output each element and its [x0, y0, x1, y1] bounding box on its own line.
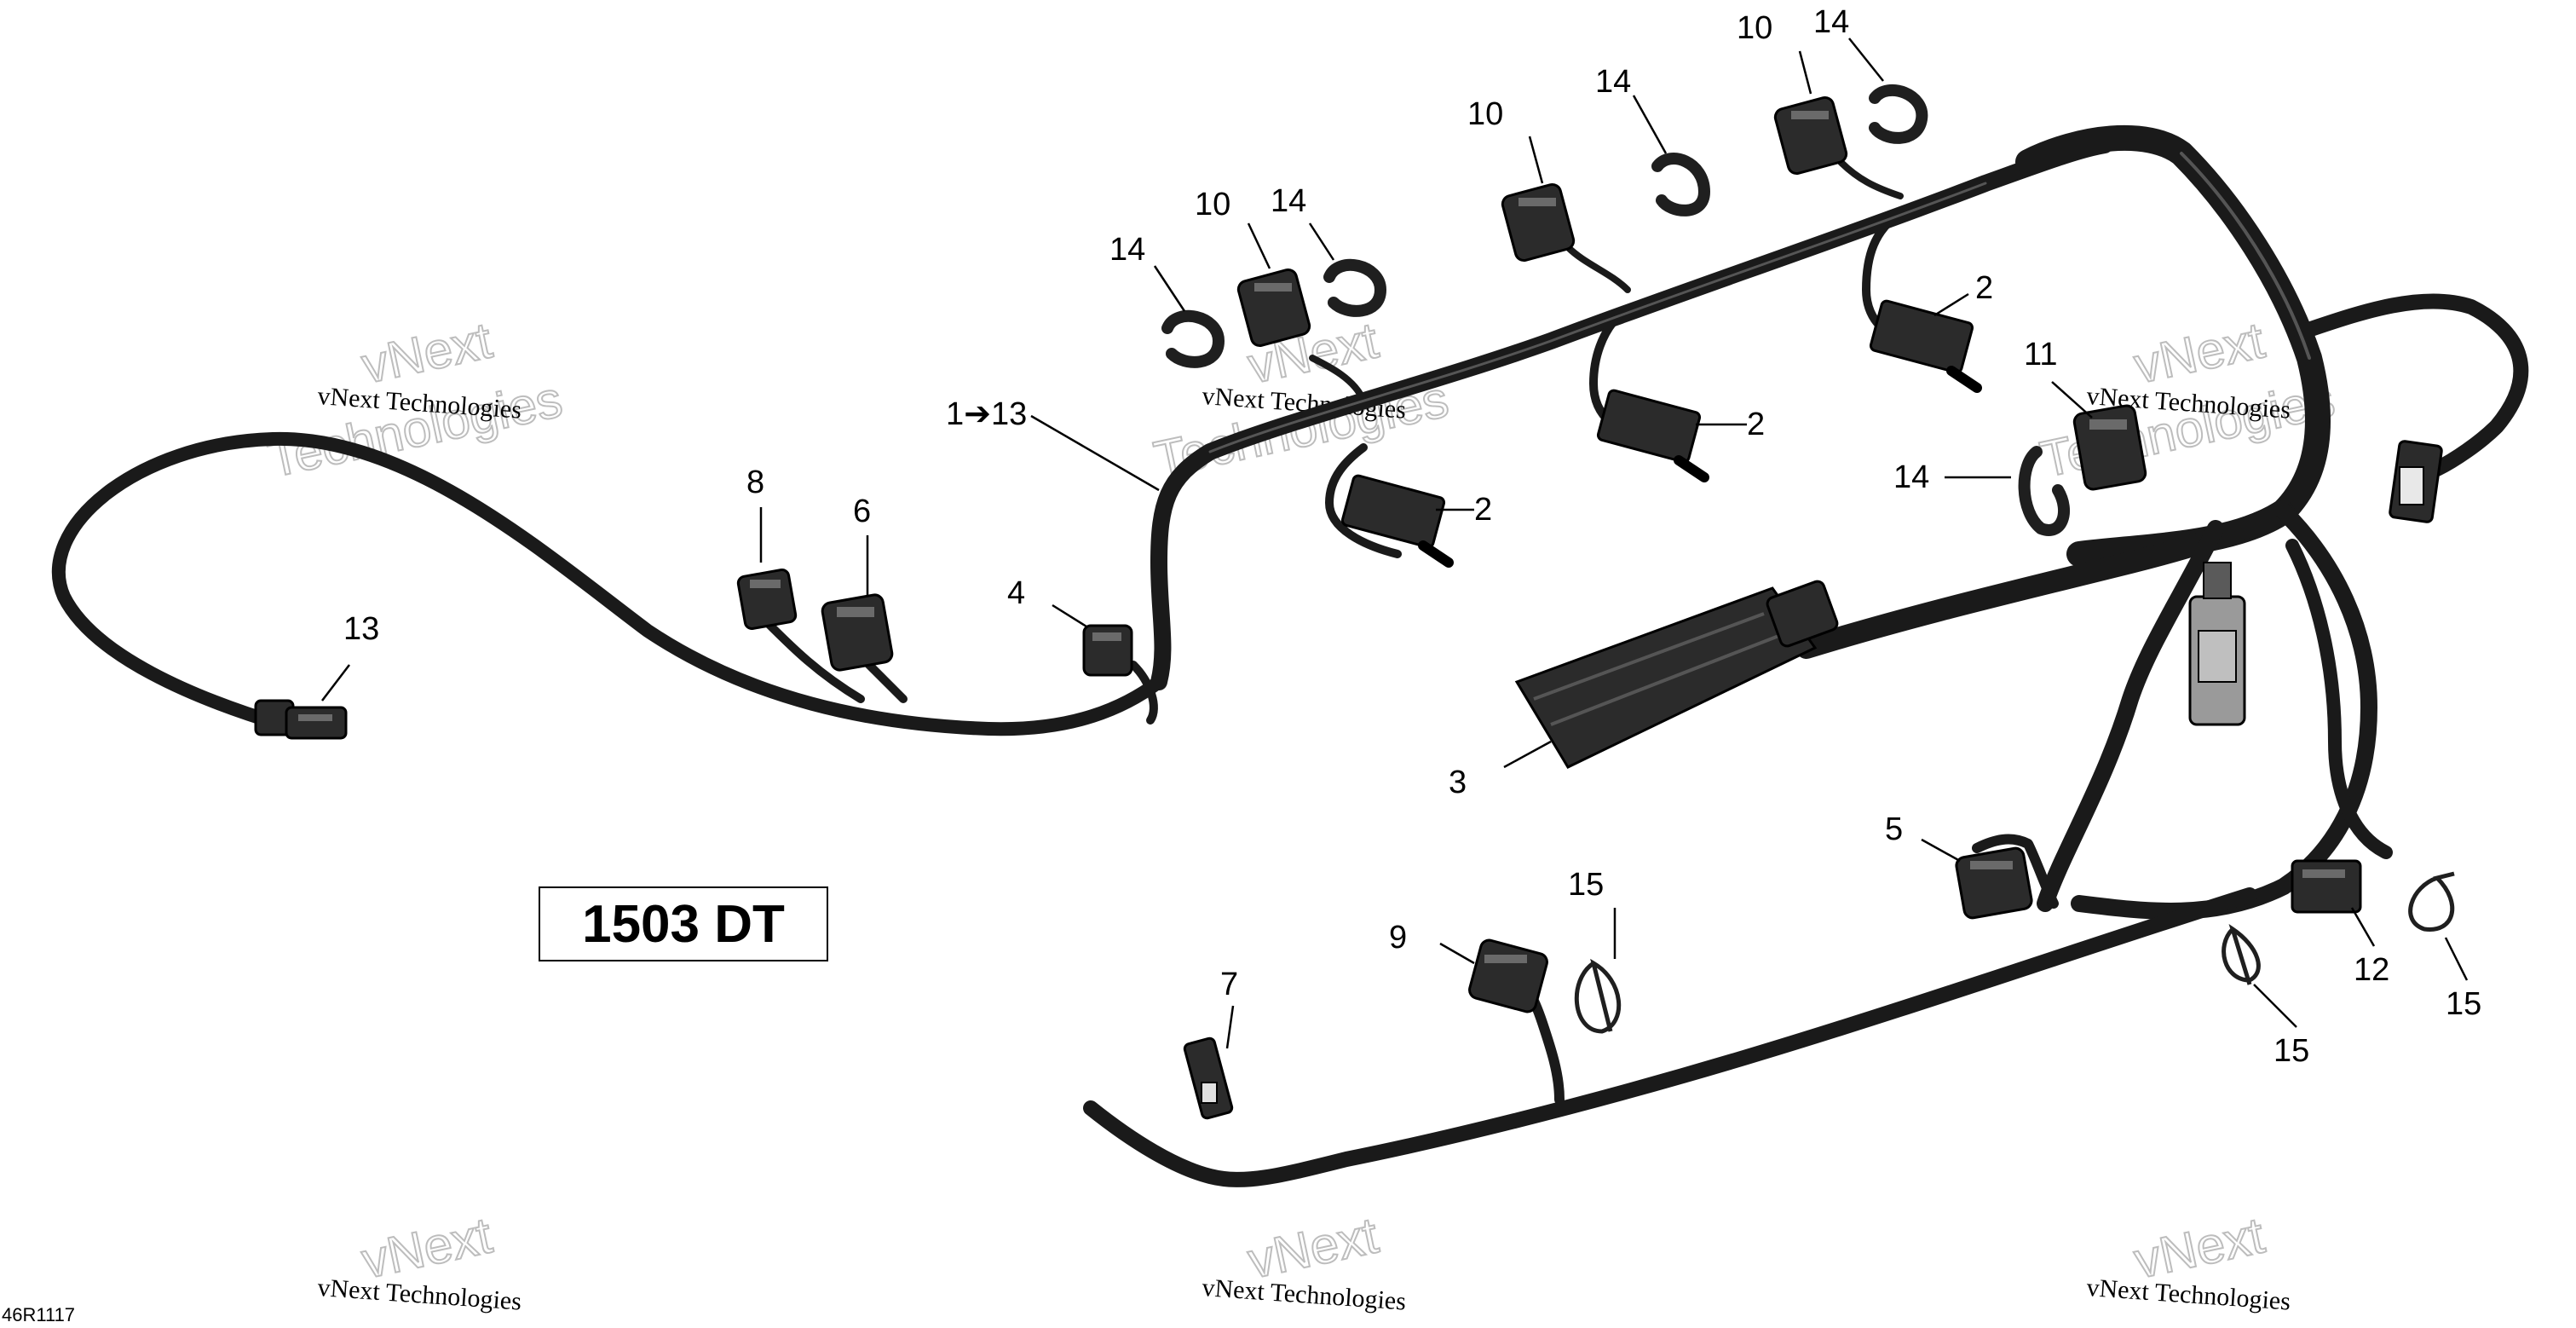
callout-14-e: 14	[1893, 459, 1929, 495]
callout-8: 8	[746, 465, 764, 500]
injector-connector-2-a	[1340, 474, 1454, 568]
callout-labels: 1➔13 4 8 6 13 2 2 2 3 5 7 9 15 14 10 14 …	[343, 4, 2481, 1069]
connector-3-ecm	[1514, 580, 1839, 769]
callout-9: 9	[1389, 920, 1407, 956]
callout-7: 7	[1220, 967, 1238, 1002]
callout-11: 11	[2024, 337, 2057, 372]
connector-11	[2072, 404, 2147, 491]
connector-4	[1082, 624, 1133, 677]
callout-10-b: 10	[1467, 96, 1503, 132]
svg-text:vNext Technologies: vNext Technologies	[317, 1273, 523, 1316]
harness-coil-branch-2	[1565, 244, 1631, 293]
callout-2-a: 2	[1474, 492, 1492, 528]
svg-text:vNext: vNext	[2129, 311, 2269, 394]
callout-3: 3	[1449, 765, 1467, 800]
sensor-7	[1183, 1036, 1234, 1120]
harness-branch-8	[763, 618, 865, 703]
watermark-bottom-left: vNext vNext Technologies	[317, 1205, 523, 1316]
callout-1-to-13: 1➔13	[946, 396, 1027, 432]
callout-15-a: 15	[1568, 867, 1604, 903]
harness-branch-4	[1129, 661, 1158, 725]
connector-13-left	[254, 699, 348, 740]
harness-left-loop	[52, 431, 1166, 736]
model-label-box: 1503 DT	[539, 886, 828, 961]
connector-6	[821, 593, 894, 672]
svg-text:vNext: vNext	[2129, 1206, 2269, 1289]
callout-5: 5	[1885, 811, 1903, 847]
reference-code: 46R1117	[2, 1304, 76, 1325]
watermark-top-left: vNext Technologies vNext Technologies	[262, 310, 568, 488]
connector-12	[2291, 859, 2362, 914]
callout-14-c: 14	[1595, 64, 1631, 100]
clips-14	[1161, 84, 2071, 536]
callout-leaders	[321, 38, 2469, 1049]
callout-14-a: 14	[1109, 232, 1145, 268]
harness-coil-branch-1	[1309, 355, 1367, 404]
ignition-coil-10-b	[1501, 183, 1576, 262]
harness-spine-highlight	[1208, 182, 1987, 453]
callout-10-a: 10	[1195, 187, 1230, 222]
injector-connector-2-c	[1869, 299, 1982, 393]
callout-2-b: 2	[1747, 407, 1765, 442]
callout-15-b: 15	[2446, 986, 2481, 1022]
svg-text:vNext Technologies: vNext Technologies	[2086, 1273, 2292, 1316]
callout-14-b: 14	[1271, 183, 1306, 219]
callout-15-c: 15	[2273, 1033, 2309, 1069]
harness-injector-branch-1	[1325, 443, 1402, 558]
svg-text:vNext: vNext	[357, 311, 497, 394]
callout-6: 6	[853, 494, 871, 529]
watermark-bottom-center: vNext vNext Technologies	[1202, 1205, 1408, 1316]
ignition-coil-10-c	[1773, 96, 1848, 175]
harness-right-loop-highlight	[2180, 152, 2311, 360]
watermark-bottom-right: vNext vNext Technologies	[2086, 1205, 2292, 1316]
connector-right-end	[2389, 440, 2443, 523]
harness-coil-branch-3	[1837, 159, 1904, 199]
harness-right-branch	[2293, 293, 2529, 476]
callout-13: 13	[343, 611, 379, 647]
callout-10-c: 10	[1737, 10, 1772, 46]
callout-14-d: 14	[1813, 4, 1849, 40]
ignition-coil-10-a	[1236, 268, 1311, 347]
harness-branch-5	[1972, 834, 2059, 909]
harness-vertical-c	[2285, 539, 2393, 859]
main-harness	[52, 124, 2529, 1187]
deutsch-connector-grey	[2188, 562, 2246, 726]
clips-15	[1574, 871, 2455, 1034]
harness-lower	[1083, 887, 2257, 1187]
callout-12: 12	[2354, 952, 2389, 988]
connector-8	[736, 569, 798, 630]
svg-text:vNext Technologies: vNext Technologies	[1202, 1273, 1408, 1316]
injector-connector-2-b	[1596, 389, 1709, 482]
connector-5	[1955, 846, 2033, 920]
harness-vertical-a	[2037, 520, 2224, 912]
harness-ecm-branch	[1795, 500, 2295, 659]
callout-2-c: 2	[1975, 270, 1993, 306]
callout-4: 4	[1007, 575, 1025, 611]
connector-9	[1468, 938, 1548, 1013]
